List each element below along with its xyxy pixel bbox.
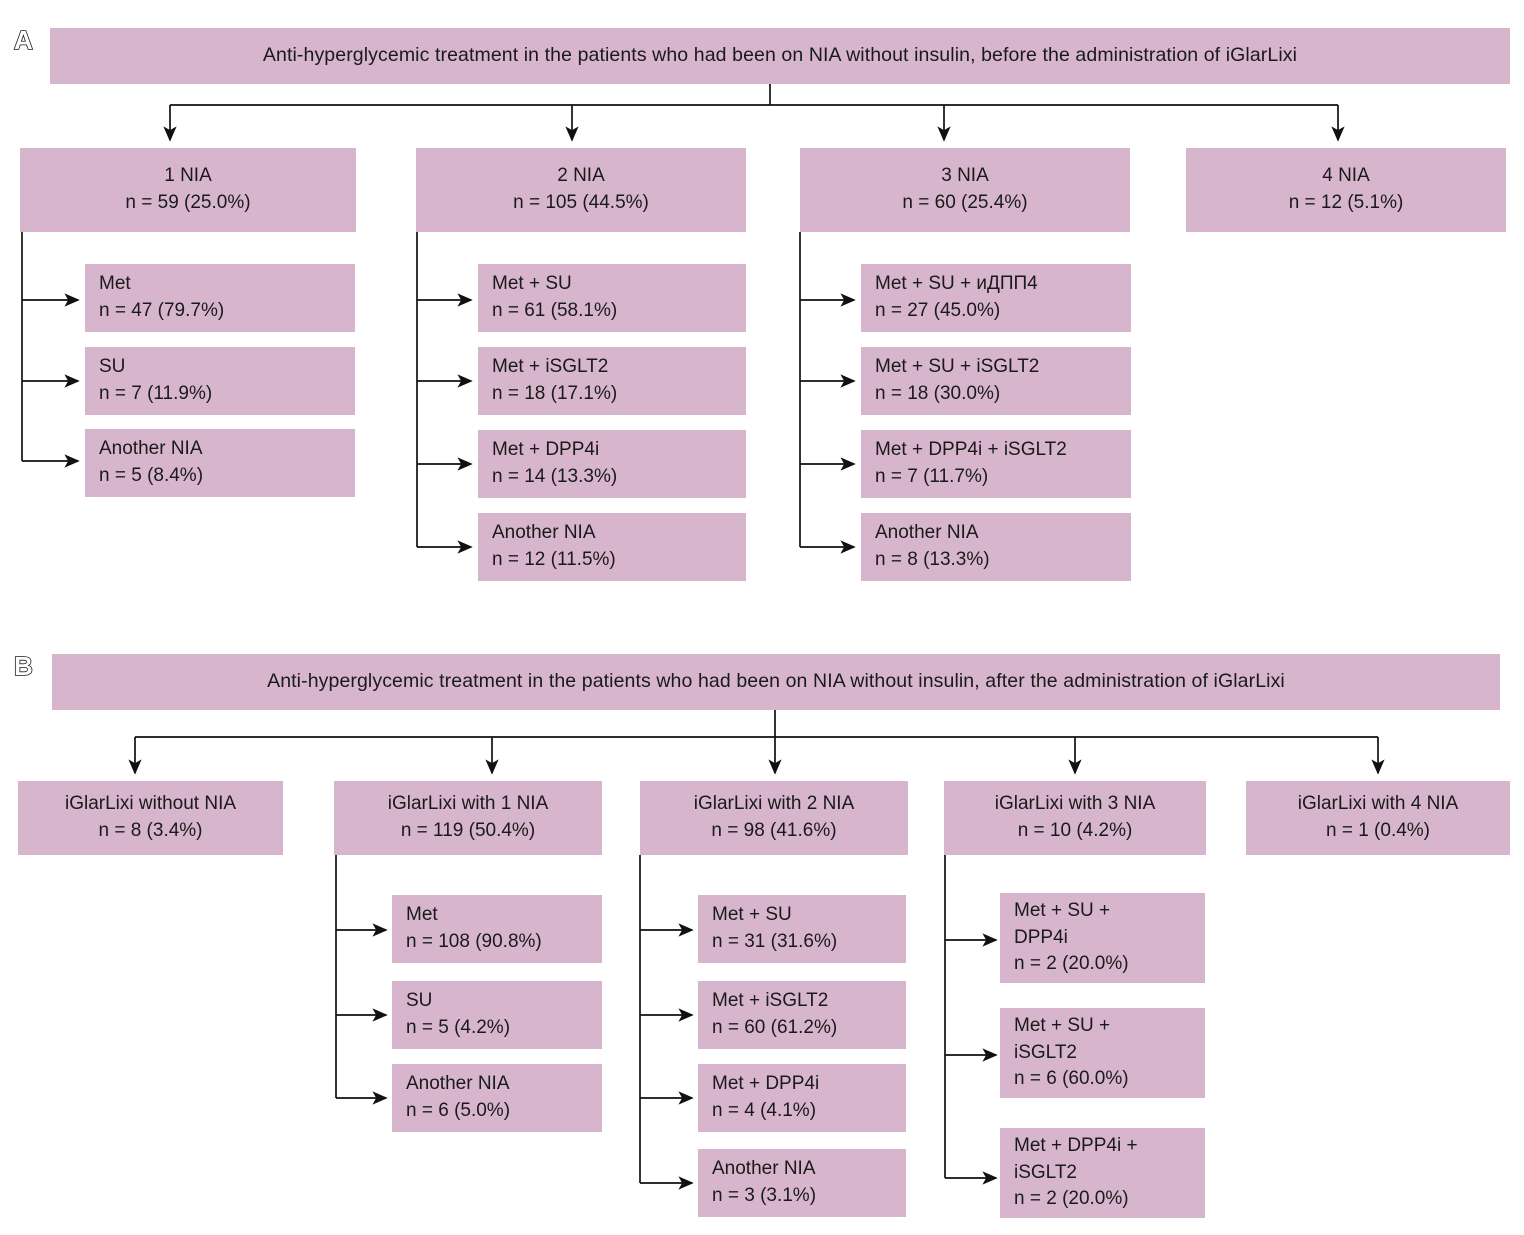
panel-a-leaf-met: Met n = 47 (79.7%) — [85, 264, 355, 332]
panel-b-group-3-nia: iGlarLixi with 3 NIA n = 10 (4.2%) — [944, 781, 1206, 855]
leaf-name: Met + DPP4i — [492, 439, 600, 461]
leaf-count: n = 5 (4.2%) — [406, 1017, 511, 1038]
panel-a-leaf-another-nia-3: Another NIA n = 8 (13.3%) — [861, 513, 1131, 581]
panel-b-group-1-nia: iGlarLixi with 1 NIA n = 119 (50.4%) — [334, 781, 602, 855]
leaf-name: Another NIA — [406, 1073, 510, 1095]
leaf-name: Met + SU + — [1014, 899, 1111, 921]
leaf-name: Another NIA — [99, 438, 203, 460]
panel-a-header-text: Anti-hyperglycemic treatment in the pati… — [262, 44, 1298, 67]
panel-a-group-3-nia: 3 NIA n = 60 (25.4%) — [800, 148, 1130, 232]
leaf-name: Met + DPP4i + iSGLT2 — [875, 439, 1067, 461]
group-title: 2 NIA — [557, 165, 605, 187]
panel-b-header-text: Anti-hyperglycemic treatment in the pati… — [267, 670, 1285, 693]
group-title: 1 NIA — [164, 165, 212, 187]
leaf-count: n = 18 (30.0%) — [875, 383, 1001, 404]
group-title: iGlarLixi with 1 NIA — [387, 793, 549, 815]
panel-a-leaf-met-su-isglt2: Met + SU + iSGLT2 n = 18 (30.0%) — [861, 347, 1131, 415]
leaf-count: n = 61 (58.1%) — [492, 300, 618, 321]
leaf-count: n = 2 (20.0%) — [1014, 953, 1129, 975]
leaf-name: Met + SU — [492, 273, 572, 295]
leaf-count: n = 12 (11.5%) — [492, 549, 616, 570]
leaf-name-cont: iSGLT2 — [1014, 1161, 1078, 1183]
group-count: n = 119 (50.4%) — [400, 820, 536, 841]
group-title: iGlarLixi with 2 NIA — [693, 793, 855, 815]
leaf-name: Met + SU — [712, 904, 792, 926]
leaf-name: Another NIA — [875, 522, 979, 544]
panel-a-leaf-another-nia-2: Another NIA n = 12 (11.5%) — [478, 513, 746, 581]
group-title: 4 NIA — [1322, 165, 1370, 187]
leaf-name: Met + iSGLT2 — [712, 990, 829, 1012]
group-count: n = 12 (5.1%) — [1288, 192, 1404, 213]
leaf-count: n = 5 (8.4%) — [99, 465, 204, 486]
panel-a-group-1-nia: 1 NIA n = 59 (25.0%) — [20, 148, 356, 232]
leaf-count: n = 3 (3.1%) — [712, 1185, 817, 1206]
group-title: iGlarLixi without NIA — [64, 793, 237, 815]
group-count: n = 59 (25.0%) — [125, 192, 251, 213]
panel-b-leaf-met-isglt2: Met + iSGLT2 n = 60 (61.2%) — [698, 981, 906, 1049]
group-count: n = 105 (44.5%) — [513, 192, 649, 213]
group-title: iGlarLixi with 3 NIA — [994, 793, 1156, 815]
leaf-name-cont: DPP4i — [1014, 926, 1068, 948]
panel-b-leaf-met-su-dpp4i: Met + SU + DPP4i n = 2 (20.0%) — [1000, 893, 1205, 983]
panel-b-header: Anti-hyperglycemic treatment in the pati… — [52, 654, 1500, 710]
panel-a-leaf-met-su: Met + SU n = 61 (58.1%) — [478, 264, 746, 332]
panel-b-leaf-met-dpp4i-isglt2: Met + DPP4i + iSGLT2 n = 2 (20.0%) — [1000, 1128, 1205, 1218]
group-count: n = 60 (25.4%) — [902, 192, 1028, 213]
panel-a-leaf-su: SU n = 7 (11.9%) — [85, 347, 355, 415]
group-count: n = 98 (41.6%) — [711, 820, 837, 841]
leaf-name: Met — [406, 904, 438, 926]
panel-a-leaf-met-dpp4i-isglt2: Met + DPP4i + iSGLT2 n = 7 (11.7%) — [861, 430, 1131, 498]
leaf-name: Met + SU + иДПП4 — [875, 273, 1038, 295]
leaf-name: Met + SU + — [1014, 1014, 1111, 1036]
leaf-count: n = 14 (13.3%) — [492, 466, 618, 487]
leaf-count: n = 27 (45.0%) — [875, 300, 1001, 321]
panel-a-leaf-met-isglt2: Met + iSGLT2 n = 18 (17.1%) — [478, 347, 746, 415]
panel-b-group-2-nia: iGlarLixi with 2 NIA n = 98 (41.6%) — [640, 781, 908, 855]
leaf-name: Met + SU + iSGLT2 — [875, 356, 1040, 378]
leaf-count: n = 60 (61.2%) — [712, 1017, 838, 1038]
panel-b-leaf-another-nia: Another NIA n = 6 (5.0%) — [392, 1064, 602, 1132]
leaf-name: Met + DPP4i + — [1014, 1134, 1138, 1156]
leaf-name: SU — [406, 990, 433, 1012]
panel-b-group-4-nia: iGlarLixi with 4 NIA n = 1 (0.4%) — [1246, 781, 1510, 855]
panel-a-leaf-met-dpp4i: Met + DPP4i n = 14 (13.3%) — [478, 430, 746, 498]
leaf-count: n = 108 (90.8%) — [406, 931, 542, 952]
leaf-name: Another NIA — [712, 1158, 816, 1180]
leaf-count: n = 2 (20.0%) — [1014, 1188, 1129, 1210]
leaf-count: n = 7 (11.9%) — [99, 383, 213, 404]
leaf-name: SU — [99, 356, 126, 378]
leaf-count: n = 6 (5.0%) — [406, 1100, 511, 1121]
group-title: iGlarLixi with 4 NIA — [1297, 793, 1459, 815]
leaf-count: n = 8 (13.3%) — [875, 549, 990, 570]
panel-letter-b: B — [13, 651, 33, 681]
panel-a-group-2-nia: 2 NIA n = 105 (44.5%) — [416, 148, 746, 232]
panel-b-leaf-another-nia-2: Another NIA n = 3 (3.1%) — [698, 1149, 906, 1217]
leaf-count: n = 47 (79.7%) — [99, 300, 225, 321]
panel-a-leaf-met-su-idpp4: Met + SU + иДПП4 n = 27 (45.0%) — [861, 264, 1131, 332]
group-count: n = 1 (0.4%) — [1325, 820, 1431, 841]
leaf-name: Met + iSGLT2 — [492, 356, 609, 378]
leaf-count: n = 4 (4.1%) — [712, 1100, 817, 1121]
panel-b-leaf-su: SU n = 5 (4.2%) — [392, 981, 602, 1049]
leaf-name-cont: iSGLT2 — [1014, 1041, 1078, 1063]
leaf-count: n = 7 (11.7%) — [875, 466, 989, 487]
panel-letter-a: A — [13, 25, 33, 55]
panel-b-leaf-met: Met n = 108 (90.8%) — [392, 895, 602, 963]
leaf-name: Another NIA — [492, 522, 596, 544]
leaf-count: n = 31 (31.6%) — [712, 931, 838, 952]
panel-b-leaf-met-dpp4i: Met + DPP4i n = 4 (4.1%) — [698, 1064, 906, 1132]
panel-b-group-without-nia: iGlarLixi without NIA n = 8 (3.4%) — [18, 781, 283, 855]
panel-a-leaf-another-nia: Another NIA n = 5 (8.4%) — [85, 429, 355, 497]
panel-b-leaf-met-su-isglt2: Met + SU + iSGLT2 n = 6 (60.0%) — [1000, 1008, 1205, 1098]
group-title: 3 NIA — [941, 165, 989, 187]
leaf-name: Met + DPP4i — [712, 1073, 820, 1095]
leaf-name: Met — [99, 273, 131, 295]
panel-b-leaf-met-su: Met + SU n = 31 (31.6%) — [698, 895, 906, 963]
group-count: n = 8 (3.4%) — [98, 820, 203, 841]
panel-a-header: Anti-hyperglycemic treatment in the pati… — [50, 28, 1510, 84]
panel-a-group-4-nia: 4 NIA n = 12 (5.1%) — [1186, 148, 1506, 232]
group-count: n = 10 (4.2%) — [1017, 820, 1133, 841]
leaf-count: n = 18 (17.1%) — [492, 383, 618, 404]
leaf-count: n = 6 (60.0%) — [1014, 1068, 1129, 1090]
